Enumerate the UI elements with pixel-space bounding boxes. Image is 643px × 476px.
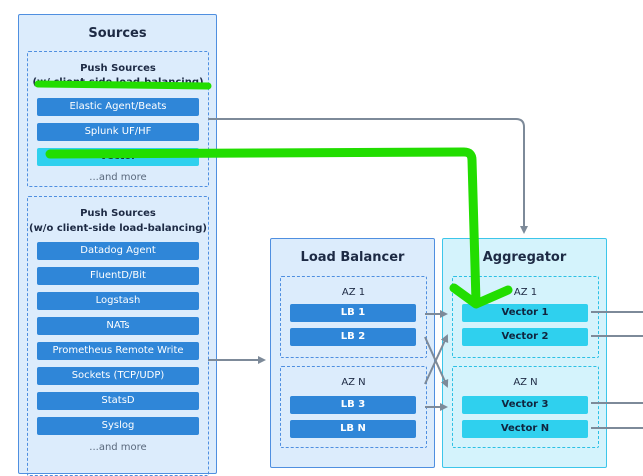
- lb-az1-label: AZ 1: [341, 287, 366, 298]
- source-item-prometheus-remote-write: Prometheus Remote Write: [37, 342, 199, 360]
- vector-3-node: Vector 3: [462, 396, 588, 414]
- vector-2-node: Vector 2: [462, 328, 588, 346]
- push-sources-with-lb-group: Push Sources (w/ client-side load-balanc…: [27, 51, 209, 187]
- source-item-syslog: Syslog: [37, 417, 199, 435]
- more-sources-label: ...and more: [89, 442, 147, 453]
- lb-2-node: LB 2: [290, 328, 416, 346]
- aggregator-panel: Aggregator AZ 1 Vector 1 Vector 2 AZ N V…: [442, 238, 607, 468]
- load-balancer-panel: Load Balancer AZ 1 LB 1 LB 2 AZ N LB 3 L…: [270, 238, 435, 468]
- lb-azn-label: AZ N: [341, 377, 366, 388]
- vector-1-node: Vector 1: [462, 304, 588, 322]
- source-item-datadog-agent: Datadog Agent: [37, 242, 199, 260]
- splunk-to-aggregator-connector: [208, 118, 528, 234]
- lb-1-node: LB 1: [290, 304, 416, 322]
- source-item-nats: NATs: [37, 317, 199, 335]
- lb-azn-group: AZ N LB 3 LB N: [280, 366, 427, 448]
- lb-n-node: LB N: [290, 420, 416, 438]
- push-sources-with-lb-title: Push Sources: [80, 63, 156, 74]
- aggregator-azn-group: AZ N Vector 3 Vector N: [452, 366, 599, 448]
- load-balancer-title: Load Balancer: [300, 250, 405, 265]
- push-sources-without-lb-group: Push Sources (w/o client-side load-balan…: [27, 196, 209, 476]
- source-item-logstash: Logstash: [37, 292, 199, 310]
- lb-3-node: LB 3: [290, 396, 416, 414]
- vector-n-node: Vector N: [462, 420, 588, 438]
- push-sources-without-lb-title: Push Sources: [80, 208, 156, 219]
- aggregator-az1-label: AZ 1: [513, 287, 538, 298]
- aggregator-az1-group: AZ 1 Vector 1 Vector 2: [452, 276, 599, 358]
- source-item-sockets: Sockets (TCP/UDP): [37, 367, 199, 385]
- aggregator-title: Aggregator: [482, 250, 567, 265]
- aggregator-azn-label: AZ N: [513, 377, 538, 388]
- more-sources-label: ...and more: [89, 172, 147, 183]
- source-item-splunk: Splunk UF/HF: [37, 123, 199, 141]
- sources-panel: Sources Push Sources (w/ client-side loa…: [18, 14, 217, 476]
- source-item-vector: Vector: [37, 148, 199, 166]
- source-item-fluentd: FluentD/Bit: [37, 267, 199, 285]
- lb-az1-group: AZ 1 LB 1 LB 2: [280, 276, 427, 358]
- source-item-elastic-agent: Elastic Agent/Beats: [37, 98, 199, 116]
- sources-title: Sources: [88, 26, 147, 41]
- push-sources-without-lb-subtitle: (w/o client-side load-balancing): [29, 223, 207, 234]
- source-item-statsd: StatsD: [37, 392, 199, 410]
- push-sources-with-lb-subtitle: (w/ client-side load-balancing): [32, 77, 204, 88]
